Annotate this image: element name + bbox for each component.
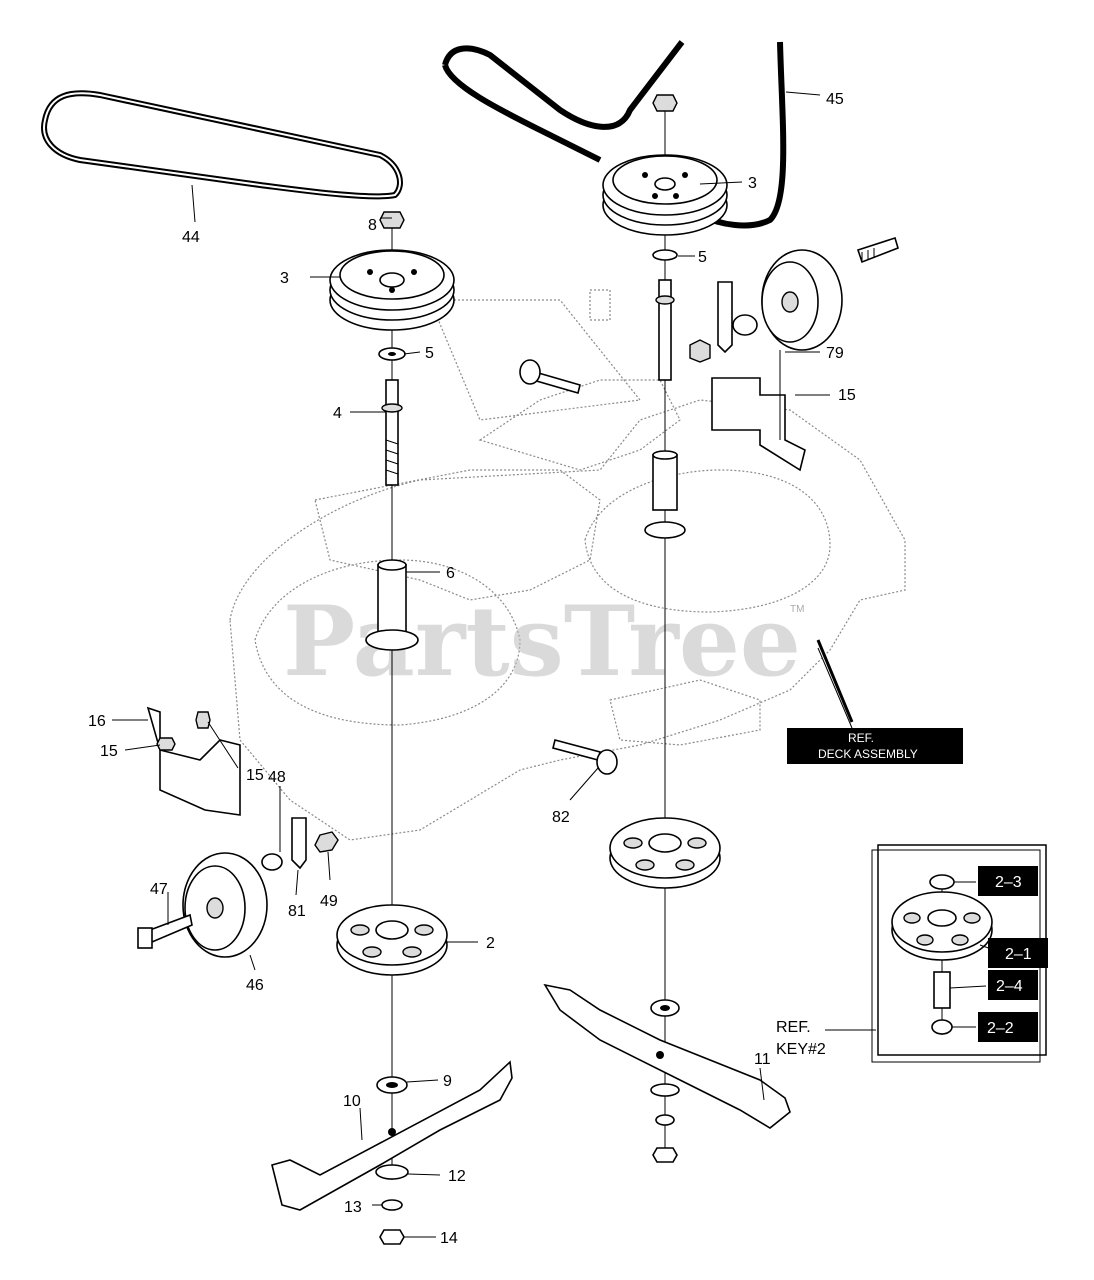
callout-6: 6 — [446, 565, 455, 582]
inset-label-2-4: 2–4 — [996, 978, 1023, 995]
callout-9: 9 — [443, 1073, 452, 1090]
callout-11: 11 — [754, 1051, 771, 1068]
callout-15-right: 15 — [838, 387, 856, 404]
callout-3-left: 3 — [280, 270, 289, 287]
blade-11 — [543, 983, 791, 1129]
callout-4: 4 — [333, 405, 342, 422]
bracket-16 — [146, 706, 241, 816]
callout-12: 12 — [448, 1168, 466, 1185]
left-spindle-assembly — [271, 211, 513, 1245]
callout-46: 46 — [246, 977, 264, 994]
svg-text:KEY#2: KEY#2 — [776, 1041, 826, 1058]
svg-text:REF.: REF. — [848, 731, 874, 745]
callout-10: 10 — [343, 1093, 361, 1110]
belt-45 — [442, 40, 787, 229]
inset-label-2-2: 2–2 — [987, 1020, 1014, 1037]
spindle-shaft-4 — [381, 379, 403, 486]
nut-14 — [379, 1229, 405, 1245]
callout-8: 8 — [368, 217, 377, 234]
leader-lines — [112, 91, 876, 1238]
nut-8 — [379, 211, 405, 229]
spacer-6-left — [377, 559, 407, 636]
callout-15-left: 15 — [100, 743, 118, 760]
callout-2: 2 — [486, 935, 495, 952]
callout-45: 45 — [826, 91, 844, 108]
blade-hub-2 — [336, 904, 448, 976]
inset-part-2-4 — [933, 971, 951, 1009]
callout-5-left: 5 — [425, 345, 434, 362]
inset-part-2-3 — [929, 874, 955, 890]
watermark: PartsTree — [283, 585, 801, 698]
callout-15-mid: 15 — [246, 767, 264, 784]
callout-82: 82 — [552, 809, 570, 826]
right-spindle-assembly — [543, 94, 791, 1163]
callout-79: 79 — [826, 345, 844, 362]
gauge-wheel-right — [689, 236, 899, 472]
callout-16: 16 — [88, 713, 106, 730]
callout-47: 47 — [150, 881, 168, 898]
washer-13 — [381, 1199, 403, 1211]
callout-44: 44 — [182, 229, 200, 246]
inset-part-2-1 — [891, 891, 993, 961]
trademark: TM — [790, 604, 804, 615]
callout-48: 48 — [268, 769, 286, 786]
inset-part-2-2 — [931, 1019, 953, 1035]
callout-81: 81 — [288, 903, 306, 920]
belt-44 — [41, 90, 403, 200]
callout-5-right: 5 — [698, 249, 707, 266]
callout-3-right: 3 — [748, 175, 757, 192]
blade-10 — [271, 1060, 513, 1211]
deck-assembly-outline — [229, 289, 906, 841]
spacer-6-right — [652, 450, 678, 511]
callout-49: 49 — [320, 893, 338, 910]
pulley-3-left — [329, 249, 455, 331]
blade-hub-right — [609, 817, 721, 889]
clevis-pin-82 — [552, 739, 618, 775]
reference-deck-assembly: REF. DECK ASSEMBLY — [787, 728, 963, 764]
reference-key-2: REF. KEY#2 — [776, 1019, 826, 1058]
callout-13: 13 — [344, 1199, 362, 1216]
spindle-shaft-right — [655, 279, 675, 381]
gauge-wheel-left — [137, 817, 339, 958]
callout-14: 14 — [440, 1230, 458, 1247]
svg-text:DECK ASSEMBLY: DECK ASSEMBLY — [818, 747, 918, 761]
inset-label-2-3: 2–3 — [995, 874, 1022, 891]
svg-text:REF.: REF. — [776, 1019, 811, 1036]
washer-5-right — [652, 249, 678, 261]
clevis-pin-top — [519, 359, 581, 394]
callout-labels: 44 45 3 3 8 5 5 4 79 15 6 16 15 15 48 82… — [88, 91, 856, 1247]
pulley-3-right — [602, 154, 728, 236]
washer-12 — [375, 1164, 409, 1180]
inset-label-2-1: 2–1 — [1005, 946, 1032, 963]
inset-key-2: 2–3 2–1 2–4 2–2 — [871, 844, 1048, 1063]
nut-top-right — [652, 94, 678, 112]
